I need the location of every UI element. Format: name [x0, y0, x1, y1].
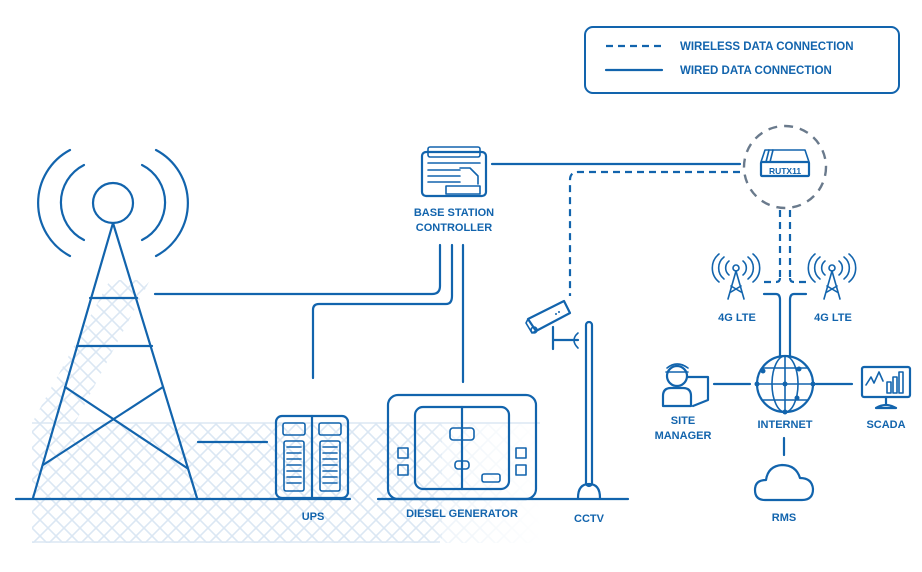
router-icon [759, 149, 811, 178]
ups-label: UPS [302, 511, 325, 523]
user-laptop-icon [661, 363, 710, 408]
generator-label: DIESEL GENERATOR [406, 508, 518, 520]
wired-connections [153, 162, 854, 457]
controller-icon [420, 146, 488, 198]
legend-box [584, 26, 900, 94]
site-manager-label-line2: MANAGER [655, 430, 712, 442]
router-ring [742, 124, 828, 210]
camera-icon [525, 299, 602, 500]
lte-right-label: 4G LTE [814, 312, 852, 324]
ups-icon [274, 414, 350, 500]
generator-icon [386, 393, 538, 501]
wireless-connections [568, 170, 806, 296]
internet-label: INTERNET [758, 419, 813, 431]
cloud-icon [753, 463, 815, 502]
cell-tower-icon [807, 253, 857, 300]
fence-background [32, 280, 542, 543]
base-station-tower-icon [31, 148, 199, 500]
scada-label: SCADA [866, 419, 905, 431]
cell-tower-icon [711, 253, 761, 300]
site-manager-label-line1: SITE [671, 415, 695, 427]
bsc-label-line2: CONTROLLER [416, 222, 492, 234]
monitor-chart-icon [860, 365, 912, 410]
cctv-label: CCTV [574, 513, 605, 525]
legend-wireless-label: WIRELESS DATA CONNECTION [680, 41, 854, 53]
globe-icon [754, 354, 816, 415]
legend: WIRELESS DATA CONNECTION WIRED DATA CONN… [584, 26, 900, 94]
router-node: RUTX11 [742, 124, 828, 210]
legend-wired-label: WIRED DATA CONNECTION [680, 65, 832, 77]
bsc-label-line1: BASE STATION [414, 207, 494, 219]
router-label: RUTX11 [769, 166, 801, 176]
lte-left-label: 4G LTE [718, 312, 756, 324]
rms-label: RMS [772, 512, 796, 524]
